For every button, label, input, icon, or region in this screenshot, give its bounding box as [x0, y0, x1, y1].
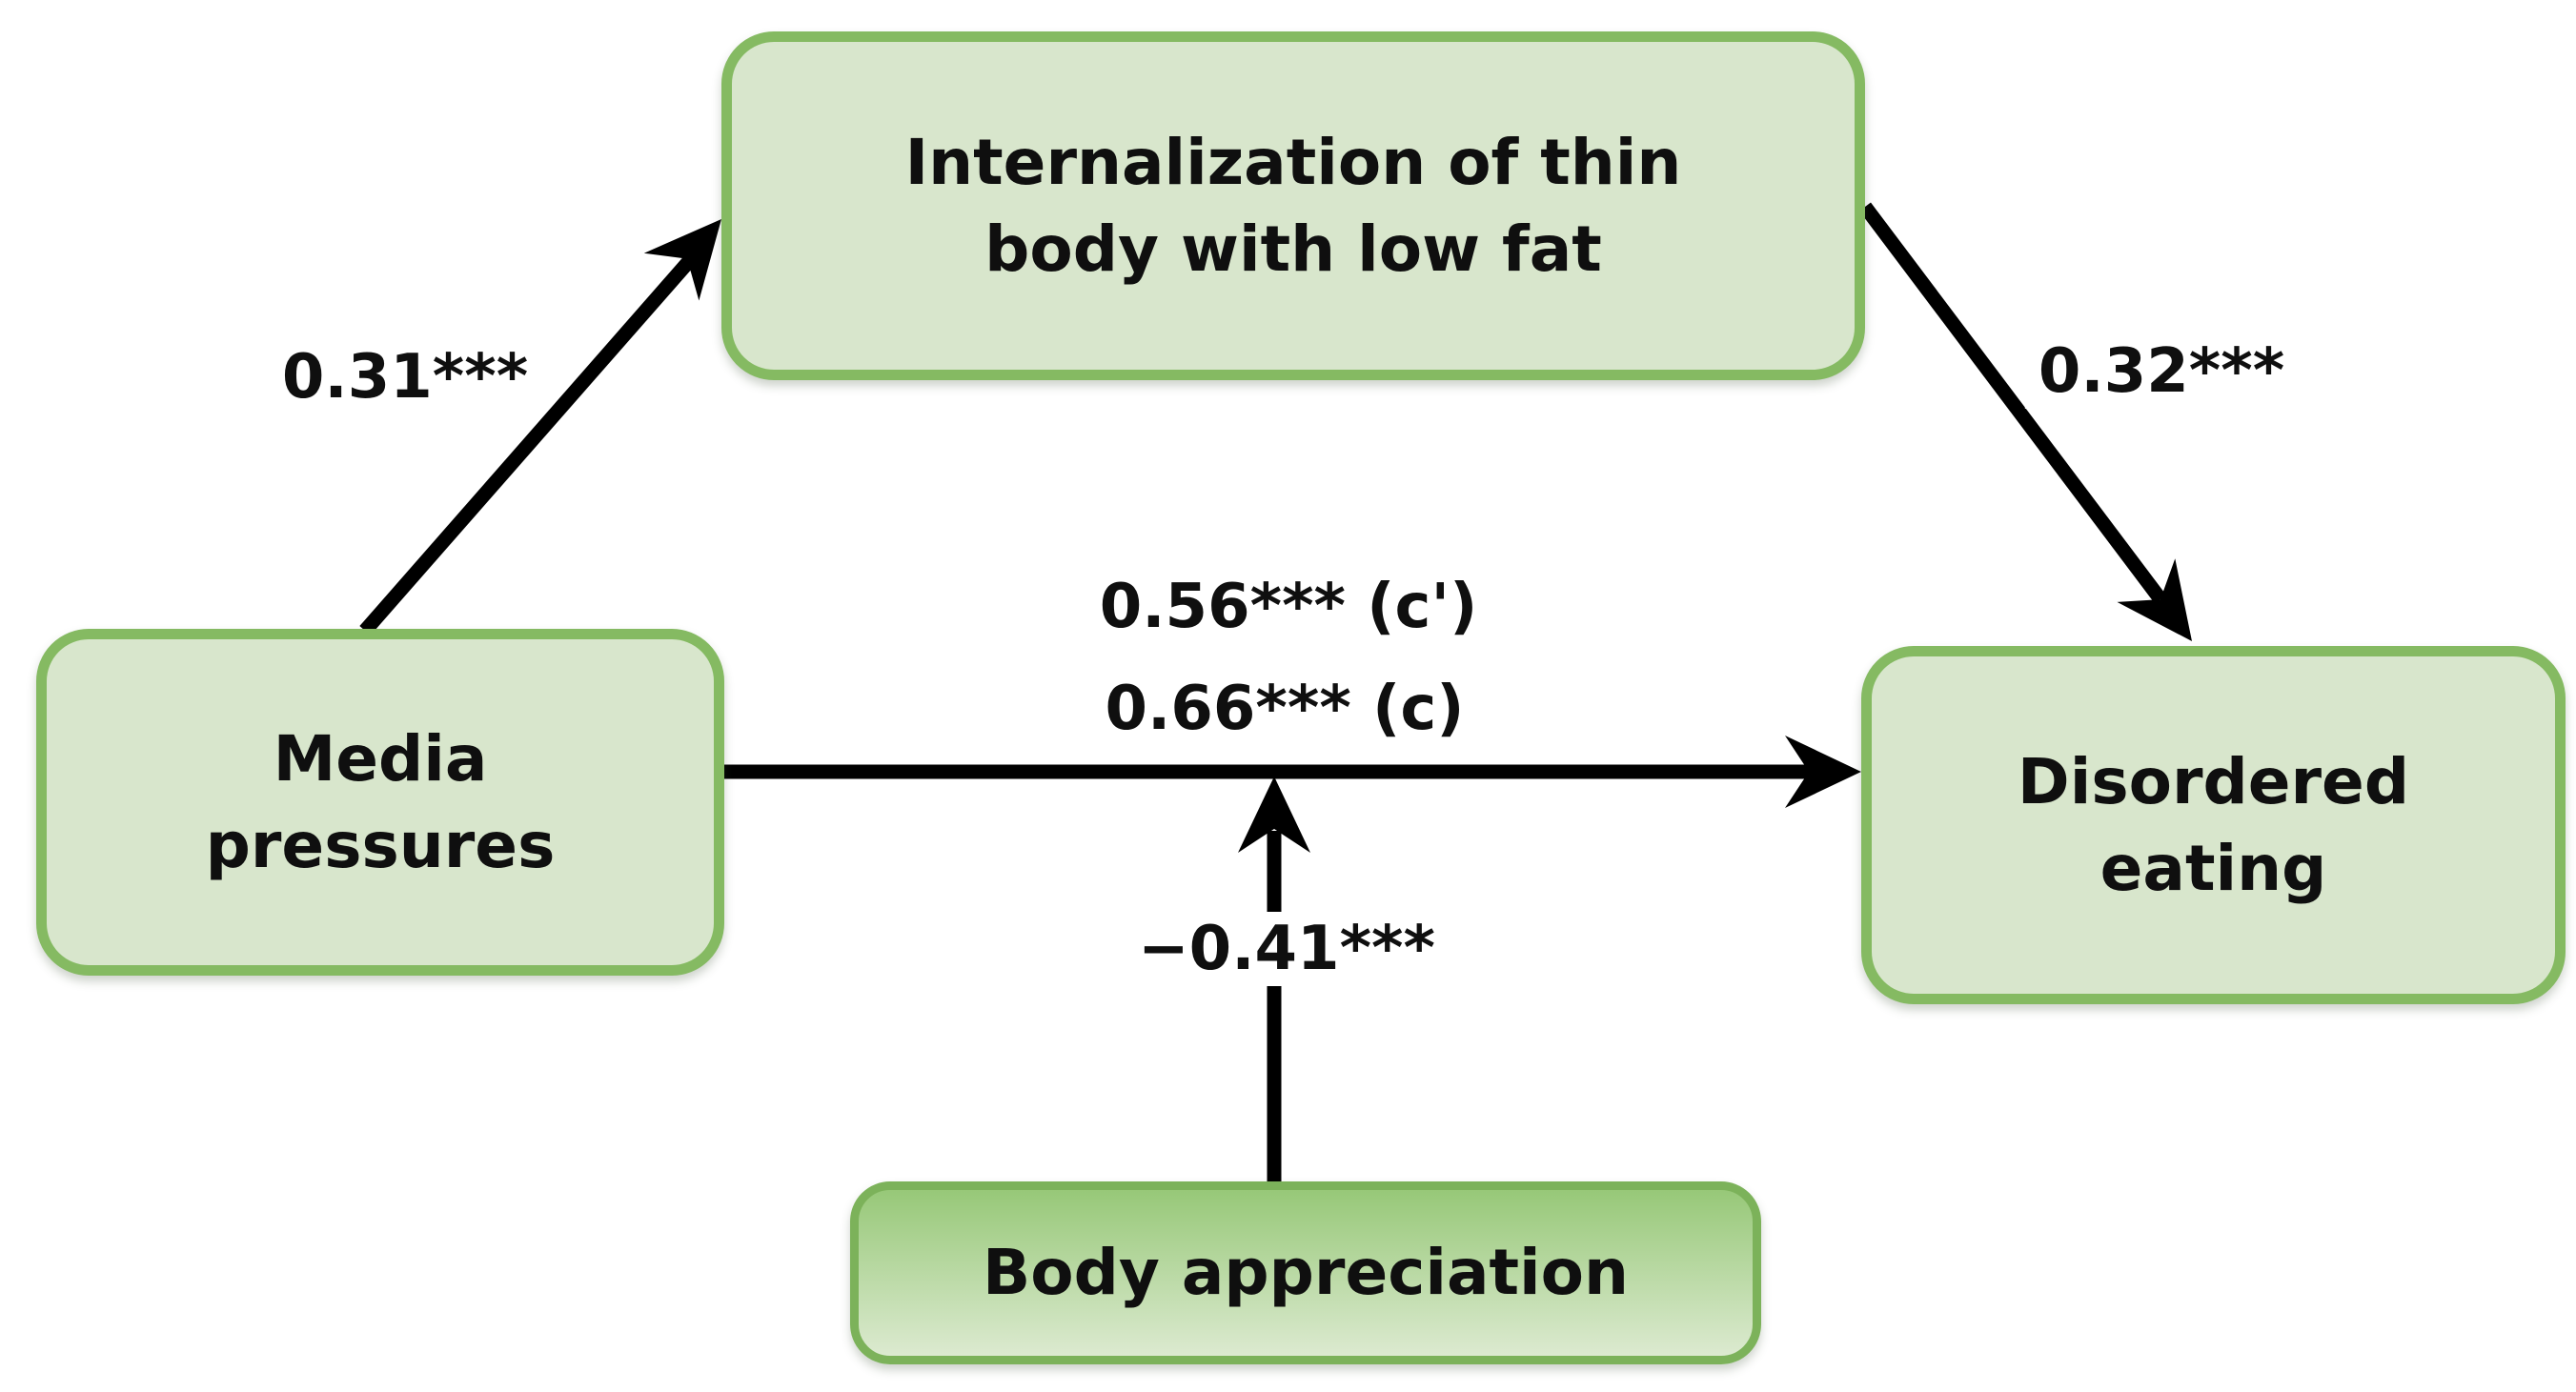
node-body-appreciation-label: Body appreciation: [982, 1236, 1629, 1310]
node-media-pressures: Media pressures: [36, 629, 724, 976]
path-b-arrow: [1859, 202, 2192, 641]
moderation-coefficient: −0.41***: [1125, 912, 1449, 986]
node-internalization-of-thin-body: Internalization of thin body with low fa…: [721, 31, 1865, 380]
path-c-arrow: [724, 736, 1861, 808]
node-media-pressures-label: Media pressures: [205, 721, 556, 882]
node-internalization-label: Internalization of thin body with low fa…: [904, 125, 1682, 286]
path-b-coefficient: 0.32***: [2024, 334, 2299, 409]
node-body-appreciation: Body appreciation: [850, 1181, 1761, 1364]
path-c-prime-coefficient: 0.56*** (c'): [1085, 570, 1491, 644]
path-c-coefficient: 0.66*** (c): [1091, 672, 1478, 746]
node-disordered-eating: Disordered eating: [1861, 646, 2566, 1004]
node-disordered-eating-label: Disordered eating: [2017, 744, 2410, 905]
path-a-coefficient: 0.31***: [268, 340, 542, 414]
moderation-arrow: [1238, 777, 1310, 1181]
path-a-arrow: [359, 219, 721, 635]
